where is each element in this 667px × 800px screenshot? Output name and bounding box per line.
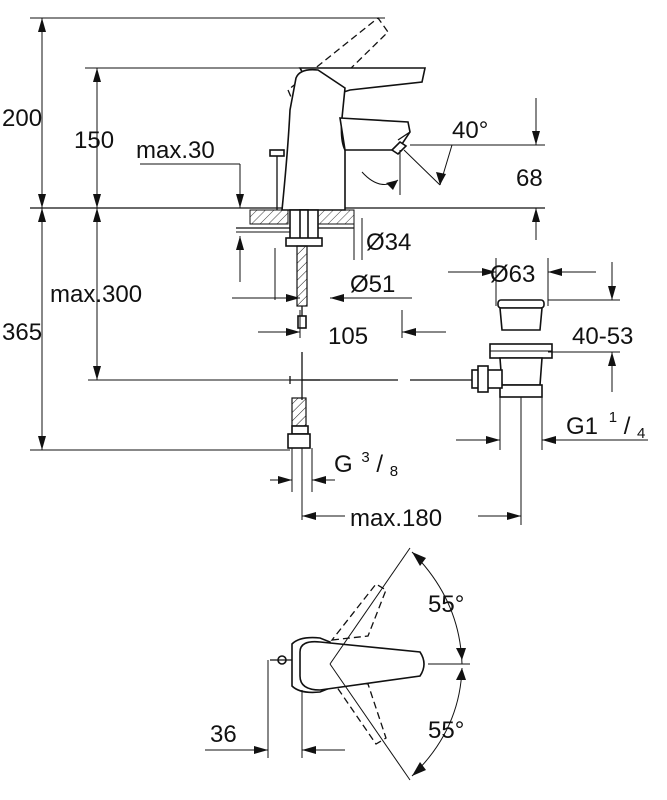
- label-max-300: max.300: [50, 281, 142, 308]
- label-36: 36: [210, 721, 237, 748]
- label-diameter-51: Ø51: [350, 271, 395, 298]
- dimension-lines-left: [30, 17, 545, 451]
- label-diameter-34: Ø34: [366, 229, 411, 256]
- label-68: 68: [516, 165, 543, 192]
- label-40-degrees: 40°: [452, 117, 488, 144]
- label-105: 105: [328, 323, 368, 350]
- countertop-section: [232, 209, 446, 338]
- label-365: 365: [2, 319, 42, 346]
- label-55-degrees-top: 55°: [428, 591, 464, 618]
- label-150: 150: [74, 127, 114, 154]
- faucet-top-view: [205, 547, 470, 781]
- label-g-1-1-4: G1 1 / 4: [566, 401, 645, 442]
- label-g-3-8: G 3 / 8: [334, 441, 398, 480]
- dimension-labels: 200 150 max.30 40° 68 Ø34 max.300 Ø51 Ø6…: [2, 105, 645, 748]
- label-200: 200: [2, 105, 42, 132]
- label-max-30: max.30: [136, 137, 215, 164]
- label-max-180: max.180: [350, 505, 442, 532]
- label-diameter-63: Ø63: [490, 261, 535, 288]
- pop-up-waste: [302, 258, 648, 525]
- supply-connections: [270, 352, 472, 520]
- label-55-degrees-bottom: 55°: [428, 717, 464, 744]
- faucet-side-view: [140, 17, 545, 282]
- label-40-53: 40-53: [572, 323, 633, 350]
